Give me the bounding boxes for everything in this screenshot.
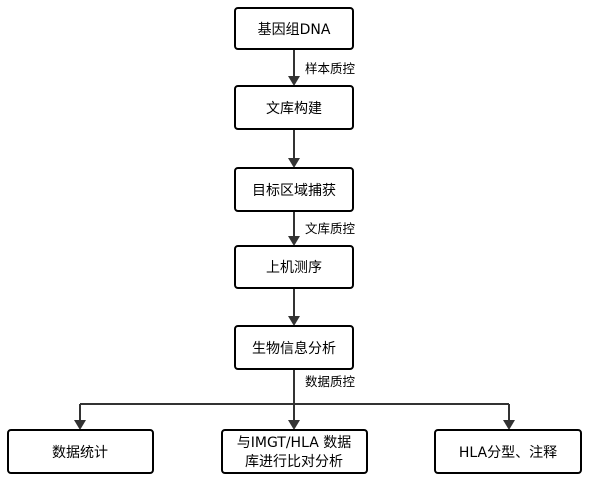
node-label-library-construction: 文库构建 [266, 101, 322, 117]
node-label-target-capture: 目标区域捕获 [252, 183, 336, 199]
node-hla-typing: HLA分型、注释 [434, 429, 582, 474]
node-imgt-compare: 与IMGT/HLA 数据 库进行比对分析 [221, 429, 368, 474]
node-label-imgt-compare-line2: 库进行比对分析 [245, 454, 343, 470]
edge-bioinfo-to-outputs: 数据质控 [74, 369, 515, 430]
node-sequencing: 上机测序 [234, 245, 354, 289]
node-label-genomic-dna: 基因组DNA [258, 21, 331, 38]
node-data-statistics: 数据统计 [7, 429, 154, 474]
node-bioinformatics: 生物信息分析 [234, 325, 354, 370]
node-library-construction: 文库构建 [234, 85, 354, 130]
node-genomic-dna: 基因组DNA [234, 7, 354, 50]
node-label-data-statistics: 数据统计 [52, 445, 108, 461]
edge-label-library-qc: 文库质控 [305, 221, 356, 236]
node-label-sequencing: 上机测序 [266, 260, 322, 276]
node-label-hla-typing: HLA分型、注释 [459, 445, 557, 461]
node-label-bioinformatics: 生物信息分析 [252, 340, 336, 357]
edge-dna-to-library: 样本质控 [288, 49, 356, 86]
edge-sequencing-to-bioinfo [288, 288, 300, 326]
edge-library-to-capture [288, 129, 300, 168]
edge-label-data-qc: 数据质控 [305, 374, 356, 389]
node-target-capture: 目标区域捕获 [234, 167, 354, 212]
edge-capture-to-sequencing: 文库质控 [288, 211, 356, 246]
edge-label-sample-qc: 样本质控 [305, 61, 356, 76]
node-label-imgt-compare-line1: 与IMGT/HLA 数据 [237, 435, 352, 451]
